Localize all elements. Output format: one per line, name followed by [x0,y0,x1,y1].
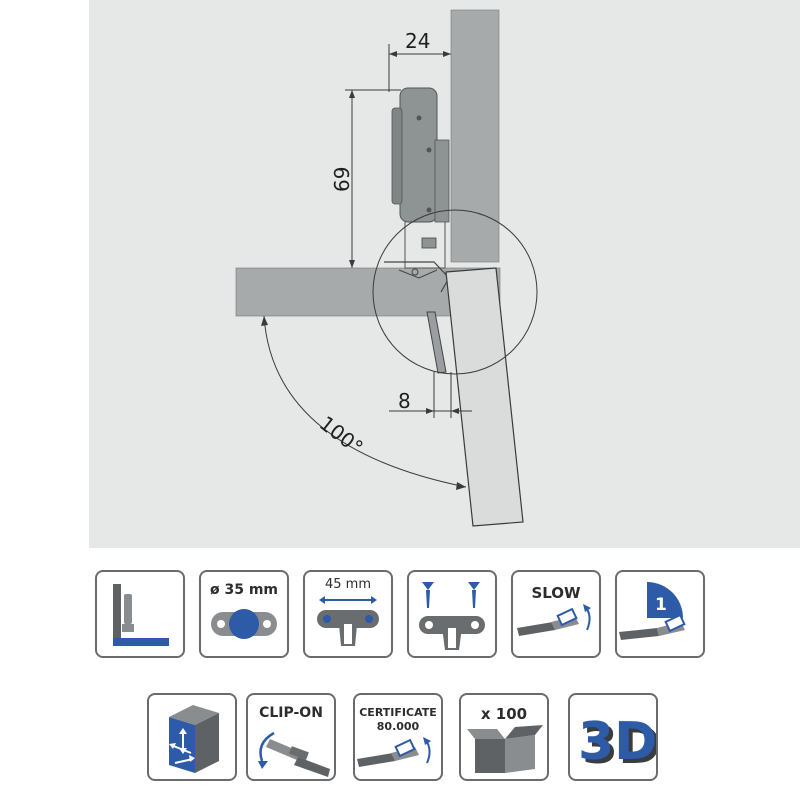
screw-fixing-icon [419,582,485,650]
dimension-69 [345,89,401,268]
plate-width-label: 45 mm [324,577,371,592]
certificate-label: CERTIFICATE [359,706,437,719]
dimension-8 [389,372,472,418]
one-stage-number: 1 [655,595,667,615]
feature-tile-threed: 3D 3D [568,693,658,781]
feature-tile-adjust [147,693,237,781]
cabinet-side-panel [450,9,500,263]
feature-tile-clip: CLIP-ON [246,693,336,781]
cup-diameter-label: ø 35 mm [209,582,279,598]
3d-logo-shadow: 3D [582,716,656,776]
clip-on-label: CLIP-ON [259,705,323,721]
dimension-angle [261,315,467,490]
feature-tile-slow: SLOW [511,570,601,658]
one-stage-icon: 1 [619,582,686,640]
feature-tile-plate: 45 mm [303,570,393,658]
full-overlay-icon [113,584,169,646]
certificate-icon [357,737,431,767]
certificate-cycles-label: 80.000 [376,720,420,733]
feature-tile-screws [407,570,497,658]
hinge-technical-drawing: 24 69 8 100° [89,0,800,548]
feature-tile-overlay [95,570,185,658]
mounting-plate-icon [317,596,379,646]
hinge-arm [426,311,447,374]
feature-tile-cup: ø 35 mm [199,570,289,658]
detail-circle [372,209,538,375]
clip-on-icon [258,731,330,777]
feature-tile-cert: CERTIFICATE 80.000 [353,693,443,781]
hinge-body [384,87,450,293]
3d-logo-text: 3D [578,712,656,772]
dimension-24-label: 24 [405,29,430,53]
pack-quantity-label: x 100 [480,705,528,723]
3d-logo-icon: 3D 3D [578,712,656,776]
cabinet-door [445,267,524,527]
dimension-24 [388,44,451,92]
feature-tile-stage: 1 [615,570,705,658]
feature-tile-pack: x 100 [459,693,549,781]
soft-close-icon [517,604,591,636]
3d-adjustment-icon [169,705,219,773]
box-icon [467,725,543,773]
dimension-69-label: 69 [330,167,354,192]
cup-diameter-icon [211,609,277,639]
dimension-8-label: 8 [398,389,411,413]
soft-close-label: SLOW [531,584,581,602]
